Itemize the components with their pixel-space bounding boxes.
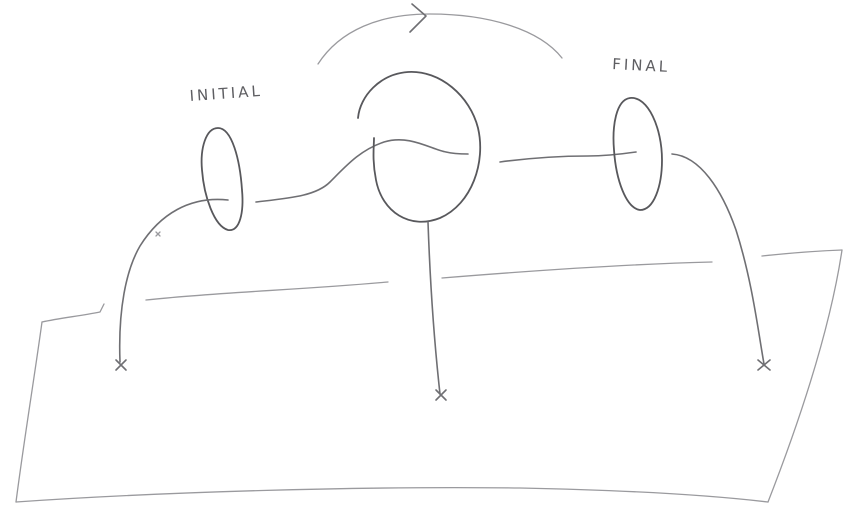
final-loop: [612, 97, 771, 371]
ground-plane-front-edge: [15, 486, 769, 503]
initial-marker-x: [115, 359, 127, 371]
final-loop-drop-line: [671, 153, 765, 365]
ground-plane: [15, 249, 843, 503]
central-marker-x: [435, 389, 447, 401]
ground-plane-back-edge-left: [41, 303, 105, 323]
final-label: FINAL: [612, 55, 671, 76]
transition-arrow: [317, 3, 563, 65]
initial-loop: [115, 127, 244, 371]
central-loop-circle: [357, 71, 482, 223]
central-loop: [357, 71, 482, 401]
central-loop-drop-line: [427, 221, 441, 395]
ground-plane-back-edge: [145, 261, 713, 301]
ground-plane-left-edge: [15, 321, 43, 503]
connecting-string-left: [255, 139, 469, 203]
final-marker-x: [757, 359, 771, 371]
transition-arc: [317, 13, 563, 65]
ground-plane-right-edge: [767, 249, 843, 503]
arrow-head-icon: [409, 3, 427, 33]
connecting-string-right: [499, 151, 637, 163]
final-loop-ellipse: [612, 97, 663, 211]
ground-plane-back-edge-right: [761, 249, 843, 257]
initial-label: INITIAL: [189, 82, 263, 105]
initial-loop-ellipse: [200, 127, 244, 231]
stray-mark-left: [155, 231, 161, 237]
initial-loop-drop-line: [118, 198, 229, 363]
